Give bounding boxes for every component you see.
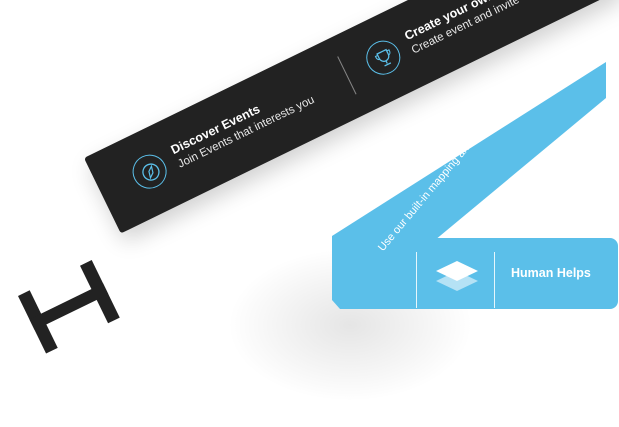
dark-feature-ribbon: Discover Events Join Events that interes… [84, 0, 619, 234]
compass-icon [126, 148, 173, 195]
blue-ribbon-divider [416, 252, 417, 308]
trophy-icon [360, 34, 407, 81]
human-helps-label: Human Helps [511, 266, 591, 280]
create-events-item[interactable]: Create your own events Create event and … [350, 0, 617, 104]
layers-icon [436, 261, 478, 291]
blue-ribbon-panel [352, 238, 618, 309]
blue-ribbon-divider [494, 252, 495, 308]
discover-events-item[interactable]: Discover Events Join Events that interes… [116, 41, 360, 217]
